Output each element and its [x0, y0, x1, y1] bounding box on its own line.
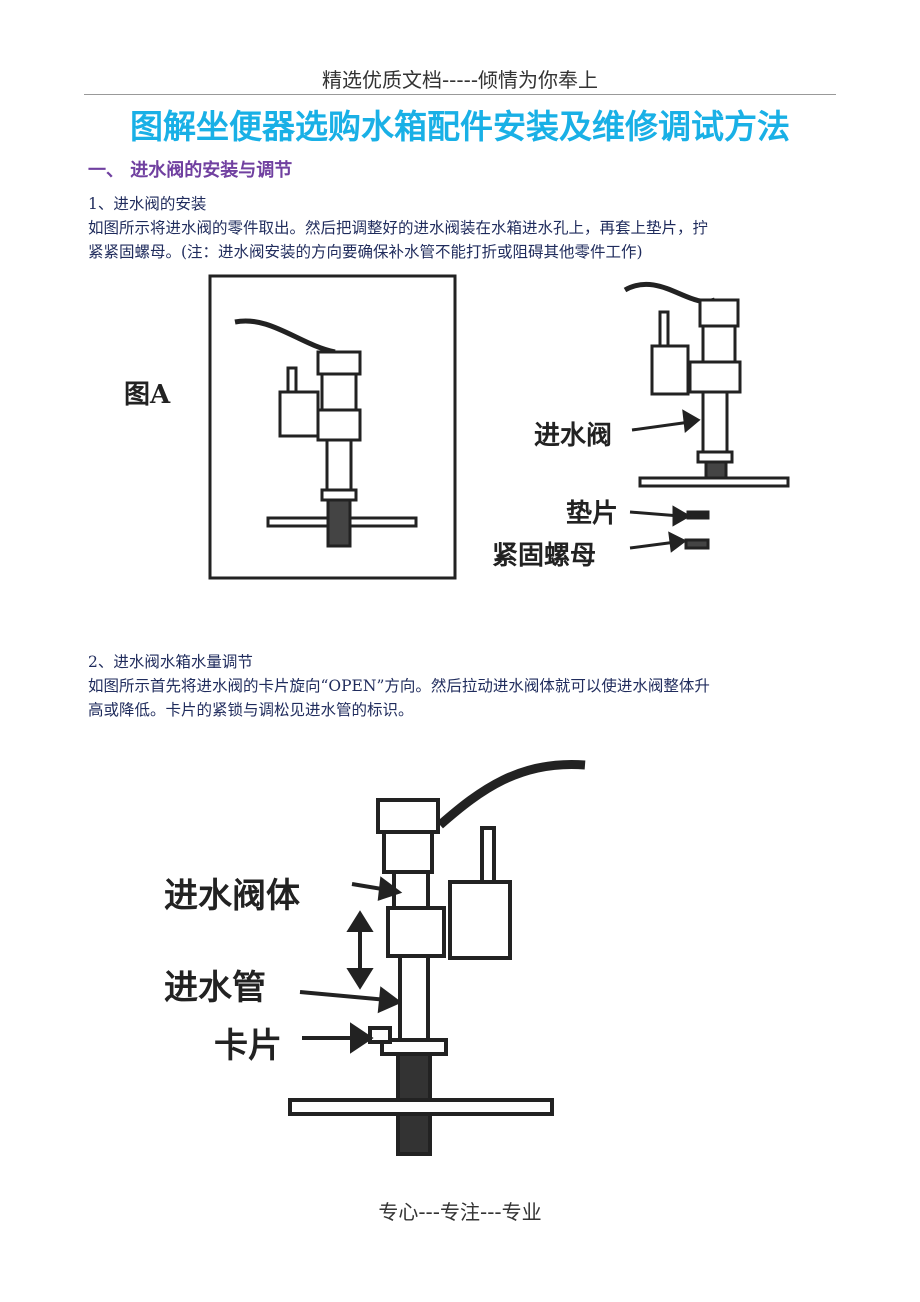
label-gasket: 垫片 — [566, 499, 619, 529]
fill-valve-diagram-a — [208, 274, 790, 580]
label-inlet-pipe: 进水管 — [164, 968, 266, 1008]
subsection-heading: 1、进水阀的安装 — [88, 195, 207, 213]
document-title: 图解坐便器选购水箱配件安装及维修调试方法 — [130, 107, 790, 146]
figure-label-a: 图A — [124, 380, 171, 410]
figure-2: 进水阀体 进水管 卡片 — [164, 759, 586, 1156]
fill-valve-adjustment-diagram — [288, 759, 586, 1156]
figure-1: 图A 进水阀 垫片 紧固螺母 — [0, 0, 920, 620]
section-heading: 一、 进水阀的安装与调节 — [88, 160, 293, 181]
label-valve-body: 进水阀体 — [164, 876, 300, 916]
subsection-2: 2、进水阀水箱水量调节 如图所示首先将进水阀的卡片旋向“OPEN”方向。然后拉动… — [88, 650, 836, 722]
paragraph-line: 紧紧固螺母。(注：进水阀安装的方向要确保补水管不能打折或阻碍其他零件工作) — [88, 243, 643, 261]
paragraph-line: 高或降低。卡片的紧锁与调松见进水管的标识。 — [88, 701, 414, 719]
label-fill-valve: 进水阀 — [534, 421, 613, 451]
paragraph-line: 如图所示首先将进水阀的卡片旋向“OPEN”方向。然后拉动进水阀体就可以使进水阀整… — [88, 677, 710, 695]
header-rule — [84, 94, 836, 95]
subsection-heading: 2、进水阀水箱水量调节 — [88, 653, 253, 671]
subsection-1: 1、进水阀的安装 如图所示将进水阀的零件取出。然后把调整好的进水阀装在水箱进水孔… — [88, 192, 836, 264]
label-nut: 紧固螺母 — [492, 541, 597, 571]
page-header: 精选优质文档-----倾情为你奉上 — [321, 68, 599, 92]
label-clip: 卡片 — [214, 1026, 282, 1066]
paragraph-line: 如图所示将进水阀的零件取出。然后把调整好的进水阀装在水箱进水孔上，再套上垫片，拧 — [88, 219, 709, 237]
page-footer: 专心---专注---专业 — [378, 1200, 542, 1224]
